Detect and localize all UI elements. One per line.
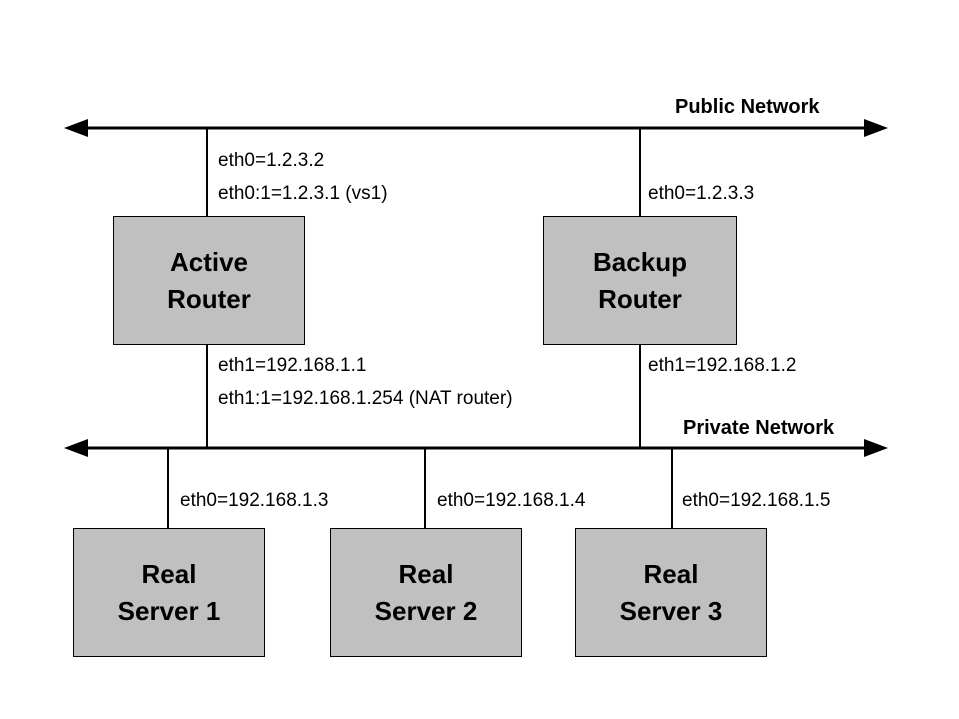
active-router-label-line1: Active (169, 246, 249, 277)
real-server-1-label-line2: Server 1 (117, 595, 221, 626)
real-server-1-eth0-label: eth0=192.168.1.3 (180, 490, 329, 511)
real-server-3-label-line1: Real (643, 558, 699, 589)
real-server-3-box: Real Server 3 (575, 528, 767, 657)
active-router-eth1-label: eth1=192.168.1.1 (218, 355, 367, 376)
real-server-1-box: Real Server 1 (73, 528, 265, 657)
real-server-3-eth0-label: eth0=192.168.1.5 (682, 490, 831, 511)
real-server-1-label-line1: Real (141, 558, 197, 589)
real-server-2-eth0-label: eth0=192.168.1.4 (437, 490, 586, 511)
active-router-box: Active Router (113, 216, 305, 345)
active-router-eth0-alias-label: eth0:1=1.2.3.1 (vs1) (218, 183, 388, 204)
private-network-label: Private Network (683, 417, 835, 439)
real-server-2-label-line2: Server 2 (374, 595, 478, 626)
real-server-2-label-line1: Real (398, 558, 454, 589)
public-network-label: Public Network (675, 96, 820, 118)
backup-router-eth1-label: eth1=192.168.1.2 (648, 355, 797, 376)
active-router-eth0-label: eth0=1.2.3.2 (218, 150, 325, 171)
private-network-right-arrow-icon (864, 439, 888, 457)
real-server-2-box: Real Server 2 (330, 528, 522, 657)
public-network-left-arrow-icon (64, 119, 88, 137)
real-server-3-label-line2: Server 3 (619, 595, 723, 626)
backup-router-label-line2: Router (598, 283, 682, 314)
active-router-eth1-alias-label: eth1:1=192.168.1.254 (NAT router) (218, 388, 513, 409)
backup-router-label-line1: Backup (593, 246, 687, 277)
public-network-right-arrow-icon (864, 119, 888, 137)
active-router-label-line2: Router (167, 283, 251, 314)
backup-router-box: Backup Router (543, 216, 737, 345)
private-network-left-arrow-icon (64, 439, 88, 457)
backup-router-eth0-label: eth0=1.2.3.3 (648, 183, 755, 204)
